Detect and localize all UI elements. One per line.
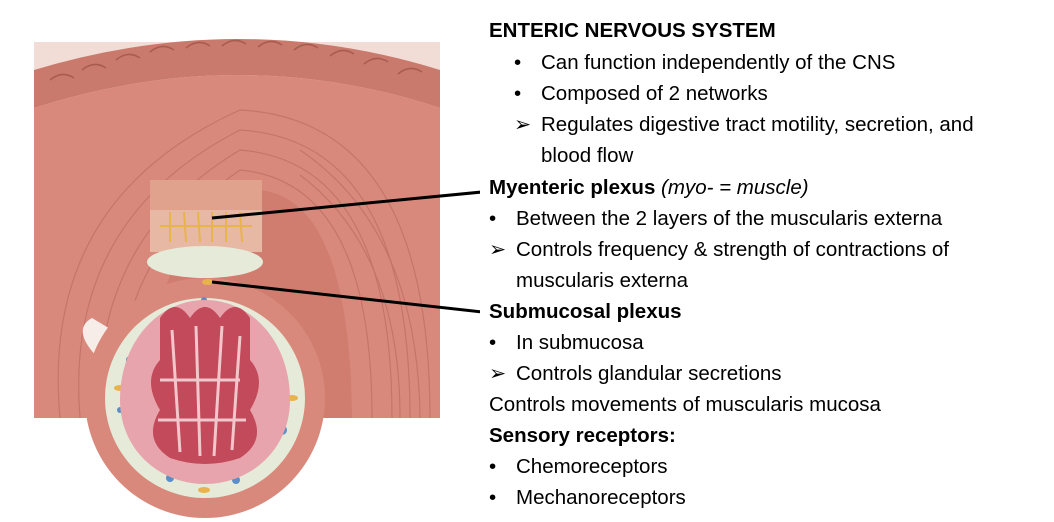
myenteric-pointer-line [211, 190, 480, 220]
arrow-marker: ➢ [514, 113, 532, 136]
submucosal-bullet: • In submucosa [489, 330, 644, 356]
myenteric-arrow-line-2: muscularis externa [516, 269, 689, 292]
bullet-marker: • [489, 207, 497, 230]
bullet-marker: • [514, 82, 522, 105]
serosa-cells [49, 39, 423, 81]
villi [158, 325, 246, 457]
sensory-item-2-text: Mechanoreceptors [516, 486, 686, 509]
myenteric-heading-line: Myenteric plexus (myo- = muscle) [489, 175, 809, 201]
arrow-marker: ➢ [489, 362, 507, 385]
membrane-flap [82, 318, 112, 360]
intro-arrow-line-2: blood flow [541, 144, 634, 167]
intro-bullet-2-text: Composed of 2 networks [541, 82, 768, 105]
intro-arrow-item: ➢ Regulates digestive tract motility, sec… [514, 112, 974, 138]
bullet-marker: • [489, 331, 497, 354]
myenteric-arrow-line-1: Controls frequency & strength of contrac… [516, 238, 950, 261]
section-title: ENTERIC NERVOUS SYSTEM [489, 19, 776, 42]
digestive-tract-illustration [34, 39, 480, 518]
submucosal-heading: Submucosal plexus [489, 300, 682, 323]
myenteric-bullet: • Between the 2 layers of the muscularis … [489, 206, 942, 232]
intro-bullet-2: • Composed of 2 networks [514, 81, 768, 107]
submucosal-arrow-item: ➢ Controls glandular secretions [489, 361, 782, 387]
myenteric-note: (myo- = muscle) [661, 176, 809, 199]
submucosal-bullet-text: In submucosa [516, 331, 644, 354]
muscle-fibers [57, 109, 431, 419]
myenteric-bullet-text: Between the 2 layers of the muscularis e… [516, 207, 943, 230]
intro-bullet-1-text: Can function independently of the CNS [541, 51, 896, 74]
bullet-marker: • [489, 455, 497, 478]
sensory-item-1-text: Chemoreceptors [516, 455, 668, 478]
bullet-marker: • [514, 51, 522, 74]
longitudinal-muscle-band [150, 180, 262, 210]
arrow-marker: ➢ [489, 238, 507, 261]
myenteric-plexus-nerves [160, 211, 252, 243]
sensory-heading: Sensory receptors: [489, 424, 676, 447]
myenteric-heading: Myenteric plexus [489, 176, 656, 199]
submucosal-arrow-text: Controls glandular secretions [516, 362, 782, 385]
myenteric-arrow-item: ➢ Controls frequency & strength of contra… [489, 237, 949, 263]
sensory-item-1: • Chemoreceptors [489, 454, 668, 480]
submucosa-band [147, 246, 263, 278]
mucosa-line: Controls movements of muscularis mucosa [489, 393, 881, 416]
intro-bullet-1: • Can function independently of the CNS [514, 50, 895, 76]
bullet-marker: • [489, 486, 497, 509]
sensory-item-2: • Mechanoreceptors [489, 485, 686, 511]
intro-arrow-line-1: Regulates digestive tract motility, secr… [541, 113, 974, 136]
submucosal-pointer-line [211, 280, 480, 314]
